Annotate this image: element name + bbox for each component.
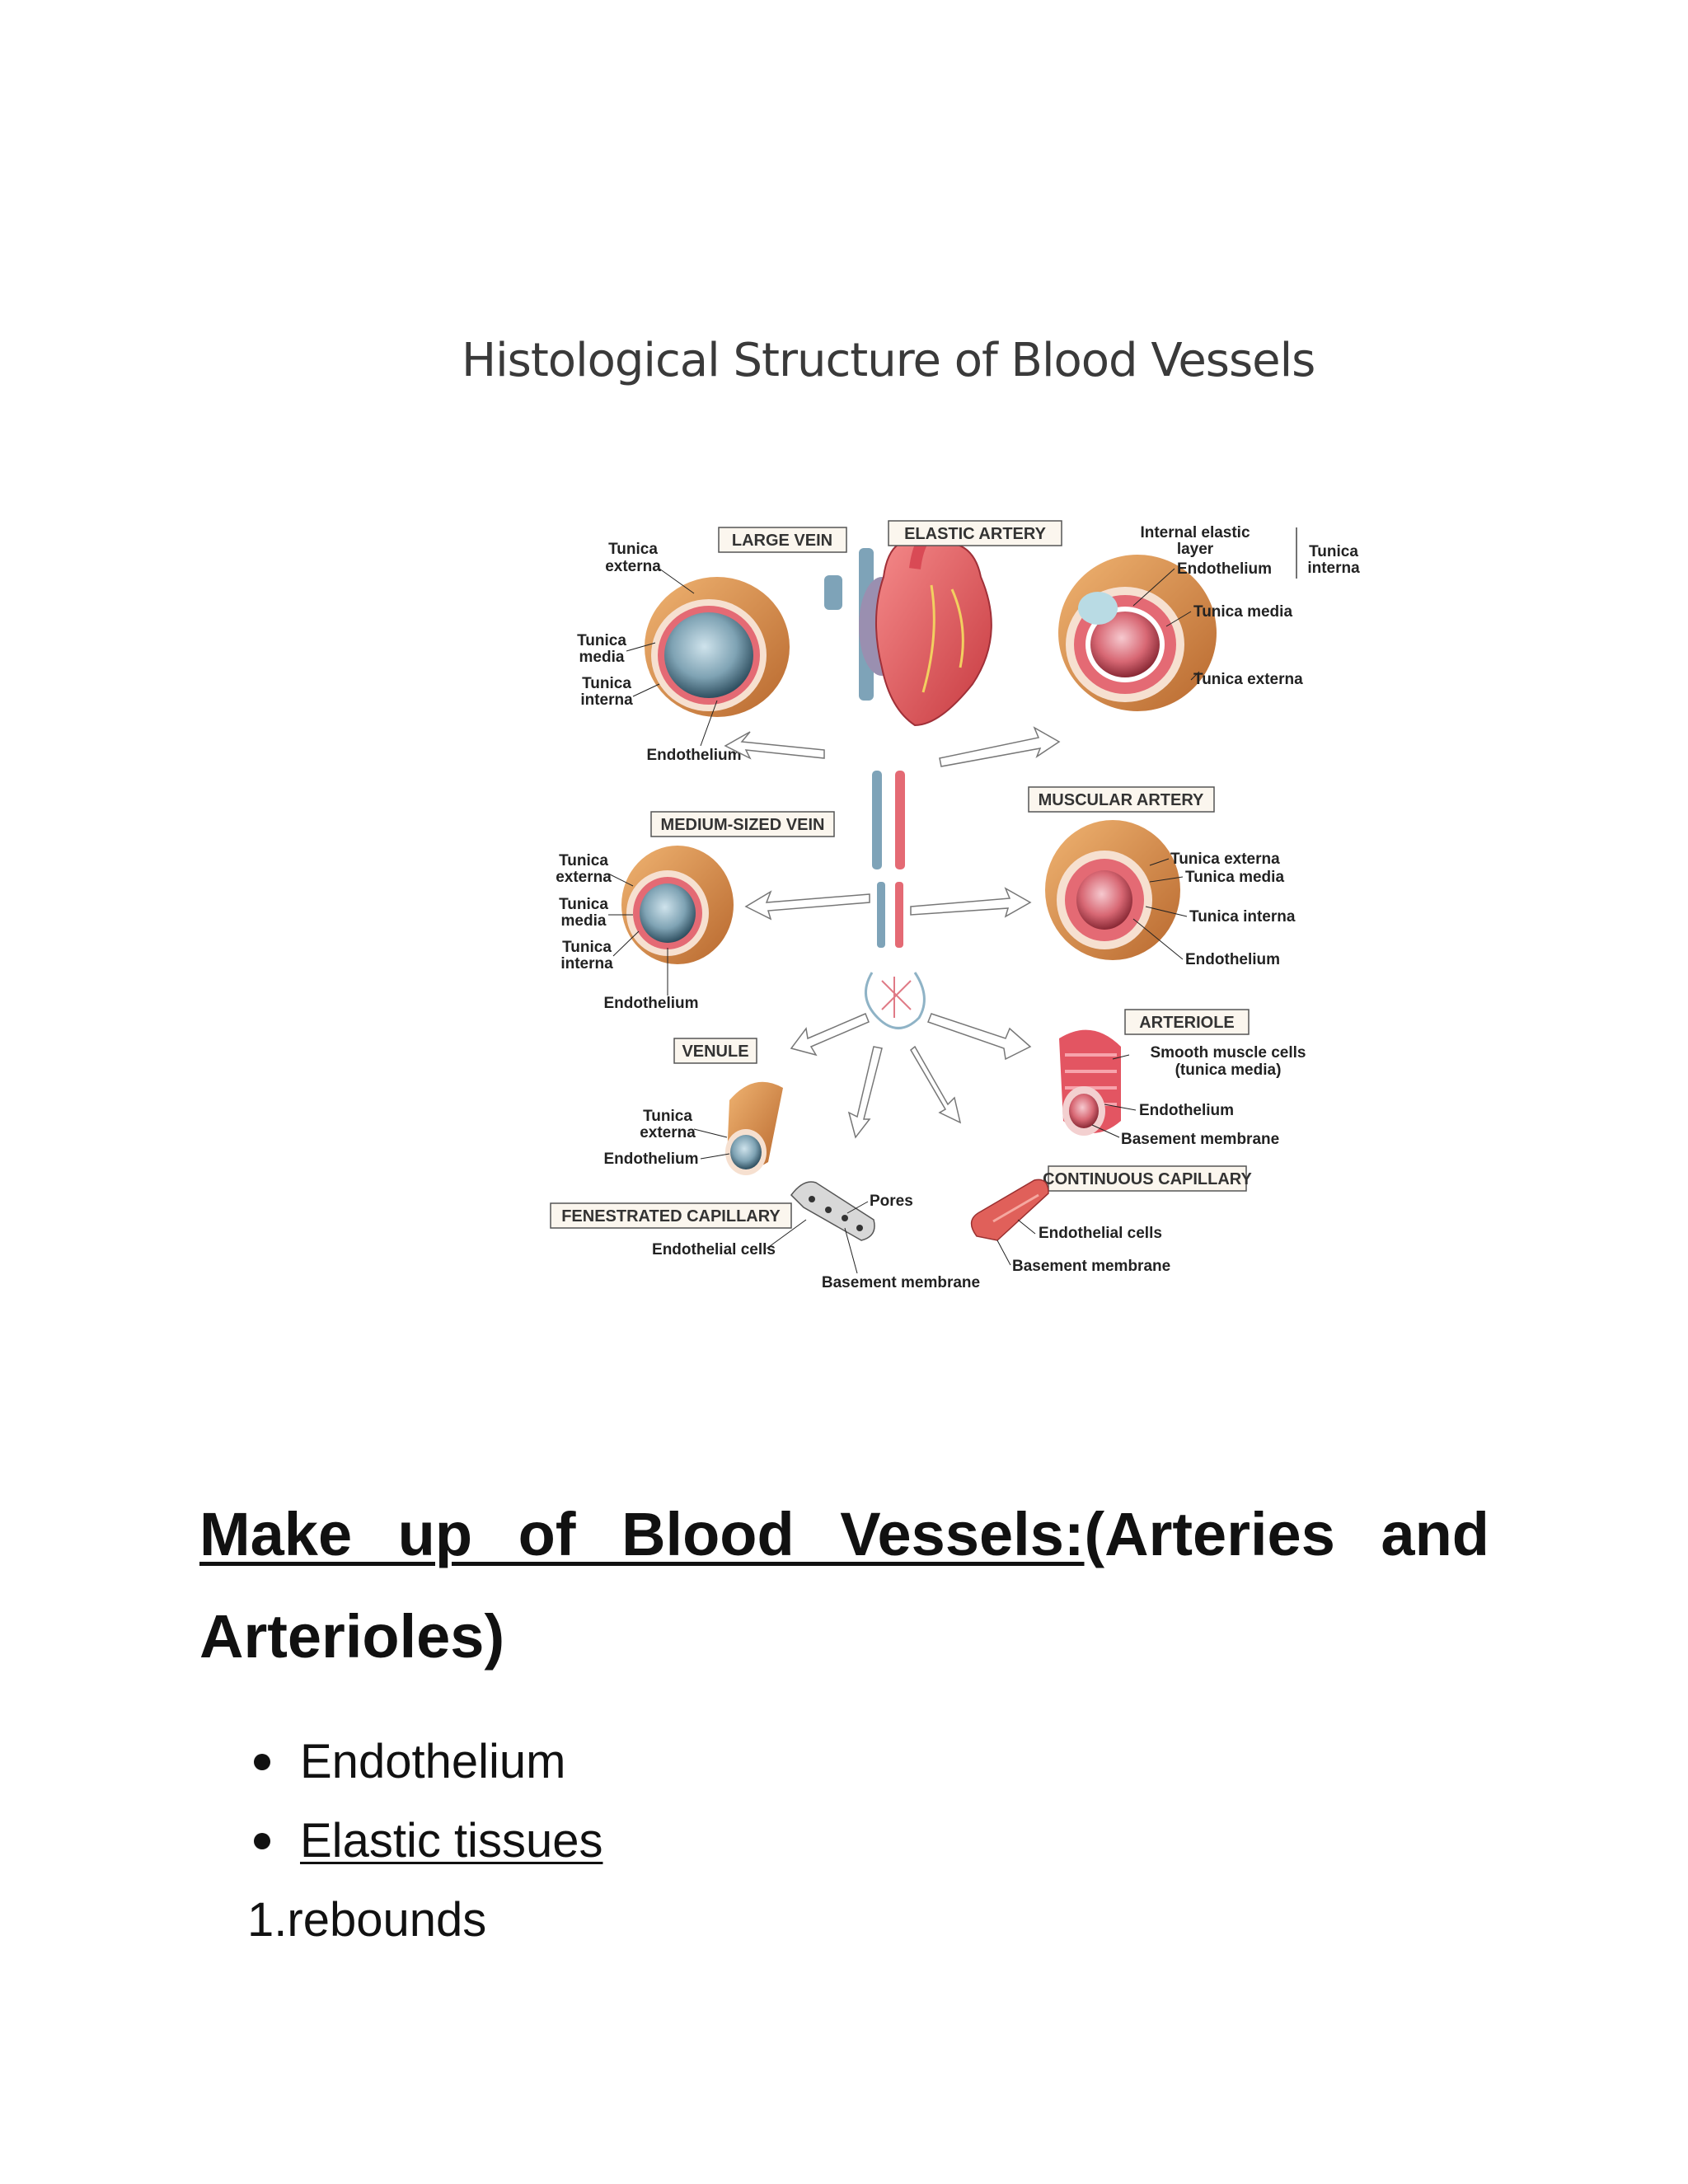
label-mv-interna-2: interna — [560, 955, 613, 972]
svg-text:MUSCULAR ARTERY: MUSCULAR ARTERY — [1039, 791, 1204, 809]
label-lv-externa-2: externa — [605, 558, 661, 575]
label-mv-interna-1: Tunica — [562, 939, 612, 956]
section-heading: Make up of Blood Vessels:(Arteries and A… — [199, 1483, 1489, 1688]
label-ar-smooth-2: (tunica media) — [1175, 1062, 1282, 1079]
svg-text:ARTERIOLE: ARTERIOLE — [1139, 1014, 1235, 1032]
label-mv-media-1: Tunica — [559, 896, 608, 913]
label-fc-endothelial-cells: Endothelial cells — [652, 1241, 776, 1258]
arrow-to-arteriole — [927, 1013, 1032, 1061]
figure-title: Histological Structure of Blood Vessels — [462, 334, 1315, 387]
arrow-to-elastic-artery — [939, 726, 1061, 767]
item-text: rebounds — [287, 1893, 487, 1947]
large-vein-box: LARGE VEIN — [718, 527, 847, 553]
medium-vein-box: MEDIUM-SIZED VEIN — [650, 811, 835, 837]
arteriole-box: ARTERIOLE — [1124, 1009, 1250, 1035]
label-vn-externa-2: externa — [640, 1124, 696, 1141]
elastic-artery-box: ELASTIC ARTERY — [888, 520, 1062, 546]
label-lv-endothelium: Endothelium — [646, 747, 741, 764]
arrow-to-continuous — [910, 1045, 962, 1124]
label-ma-interna: Tunica interna — [1189, 908, 1296, 926]
svg-text:LARGE VEIN: LARGE VEIN — [732, 532, 832, 550]
venule-box: VENULE — [673, 1038, 757, 1064]
fenestrated-capillary-illustration — [790, 1181, 875, 1241]
heart-illustration — [824, 523, 992, 727]
list-item: Endothelium — [247, 1722, 603, 1802]
label-ar-basement: Basement membrane — [1121, 1131, 1279, 1148]
label-mv-externa-2: externa — [556, 869, 612, 886]
label-ma-externa: Tunica externa — [1170, 851, 1280, 868]
large-vein-illustration — [645, 577, 790, 717]
label-ma-endothelium: Endothelium — [1185, 951, 1280, 968]
label-lv-interna-1: Tunica — [582, 675, 631, 692]
arrow-to-large-vein — [724, 731, 825, 760]
medium-vein-illustration — [621, 846, 734, 964]
label-mv-externa-1: Tunica — [559, 852, 608, 869]
label-cc-basement: Basement membrane — [1012, 1258, 1170, 1275]
label-mv-endothelium: Endothelium — [603, 995, 698, 1012]
arrow-to-muscular-artery — [910, 887, 1032, 918]
label-fc-basement: Basement membrane — [822, 1274, 980, 1291]
item-number: 1. — [247, 1893, 288, 1947]
list-item: Elastic tissues — [247, 1802, 603, 1881]
muscular-artery-box: MUSCULAR ARTERY — [1028, 786, 1215, 813]
numbered-item: 1.rebounds — [247, 1881, 486, 1960]
continuous-capillary-box: CONTINUOUS CAPILLARY — [1043, 1165, 1253, 1192]
fenestrated-capillary-box: FENESTRATED CAPILLARY — [550, 1202, 792, 1229]
label-ea-interna-1: Tunica — [1309, 543, 1358, 560]
arteriole-illustration — [1059, 1029, 1121, 1136]
arrow-to-venule — [790, 1013, 870, 1057]
svg-text:FENESTRATED CAPILLARY: FENESTRATED CAPILLARY — [561, 1207, 781, 1226]
bullet-icon — [254, 1754, 270, 1770]
heading-underlined: Make up of Blood Vessels: — [199, 1500, 1085, 1568]
label-ea-externa: Tunica externa — [1193, 671, 1303, 688]
label-ea-internal-elastic-1: Internal elastic — [1140, 524, 1250, 541]
elastic-artery-illustration — [1058, 555, 1217, 711]
label-ea-interna-2: interna — [1307, 560, 1360, 577]
label-ea-media: Tunica media — [1193, 603, 1292, 621]
arrow-to-fenestrated — [847, 1046, 883, 1139]
label-mv-media-2: media — [561, 912, 607, 930]
label-ea-internal-elastic-2: layer — [1177, 541, 1214, 558]
muscular-artery-illustration — [1045, 820, 1180, 960]
label-lv-media-1: Tunica — [577, 632, 626, 649]
continuous-capillary-illustration — [970, 1179, 1049, 1241]
label-vn-externa-1: Tunica — [643, 1108, 692, 1125]
label-ma-media: Tunica media — [1185, 869, 1284, 886]
venule-illustration — [725, 1081, 783, 1175]
arrow-to-medium-vein — [744, 890, 870, 921]
label-ea-endothelium: Endothelium — [1177, 560, 1272, 578]
label-ar-endothelium: Endothelium — [1139, 1102, 1234, 1119]
svg-text:CONTINUOUS CAPILLARY: CONTINUOUS CAPILLARY — [1043, 1170, 1252, 1188]
label-fc-pores: Pores — [870, 1193, 913, 1210]
blood-vessel-diagram: LARGE VEIN Tunica externa Tunica media T… — [544, 511, 1385, 1310]
svg-text:MEDIUM-SIZED VEIN: MEDIUM-SIZED VEIN — [661, 816, 825, 834]
svg-text:VENULE: VENULE — [682, 1043, 748, 1061]
bullet-icon — [254, 1833, 270, 1849]
label-vn-endothelium: Endothelium — [603, 1151, 698, 1168]
label-cc-endothelial-cells: Endothelial cells — [1039, 1225, 1162, 1242]
label-lv-media-2: media — [579, 649, 625, 666]
heading-rest: (Arteries and Arterioles) — [199, 1500, 1489, 1671]
central-vessels — [864, 771, 926, 1029]
label-ar-smooth-1: Smooth muscle cells — [1150, 1044, 1306, 1062]
label-lv-interna-2: interna — [580, 691, 633, 709]
bullet-list: Endothelium Elastic tissues — [247, 1722, 603, 1881]
label-lv-externa-1: Tunica — [608, 541, 658, 558]
svg-text:ELASTIC ARTERY: ELASTIC ARTERY — [904, 525, 1047, 543]
